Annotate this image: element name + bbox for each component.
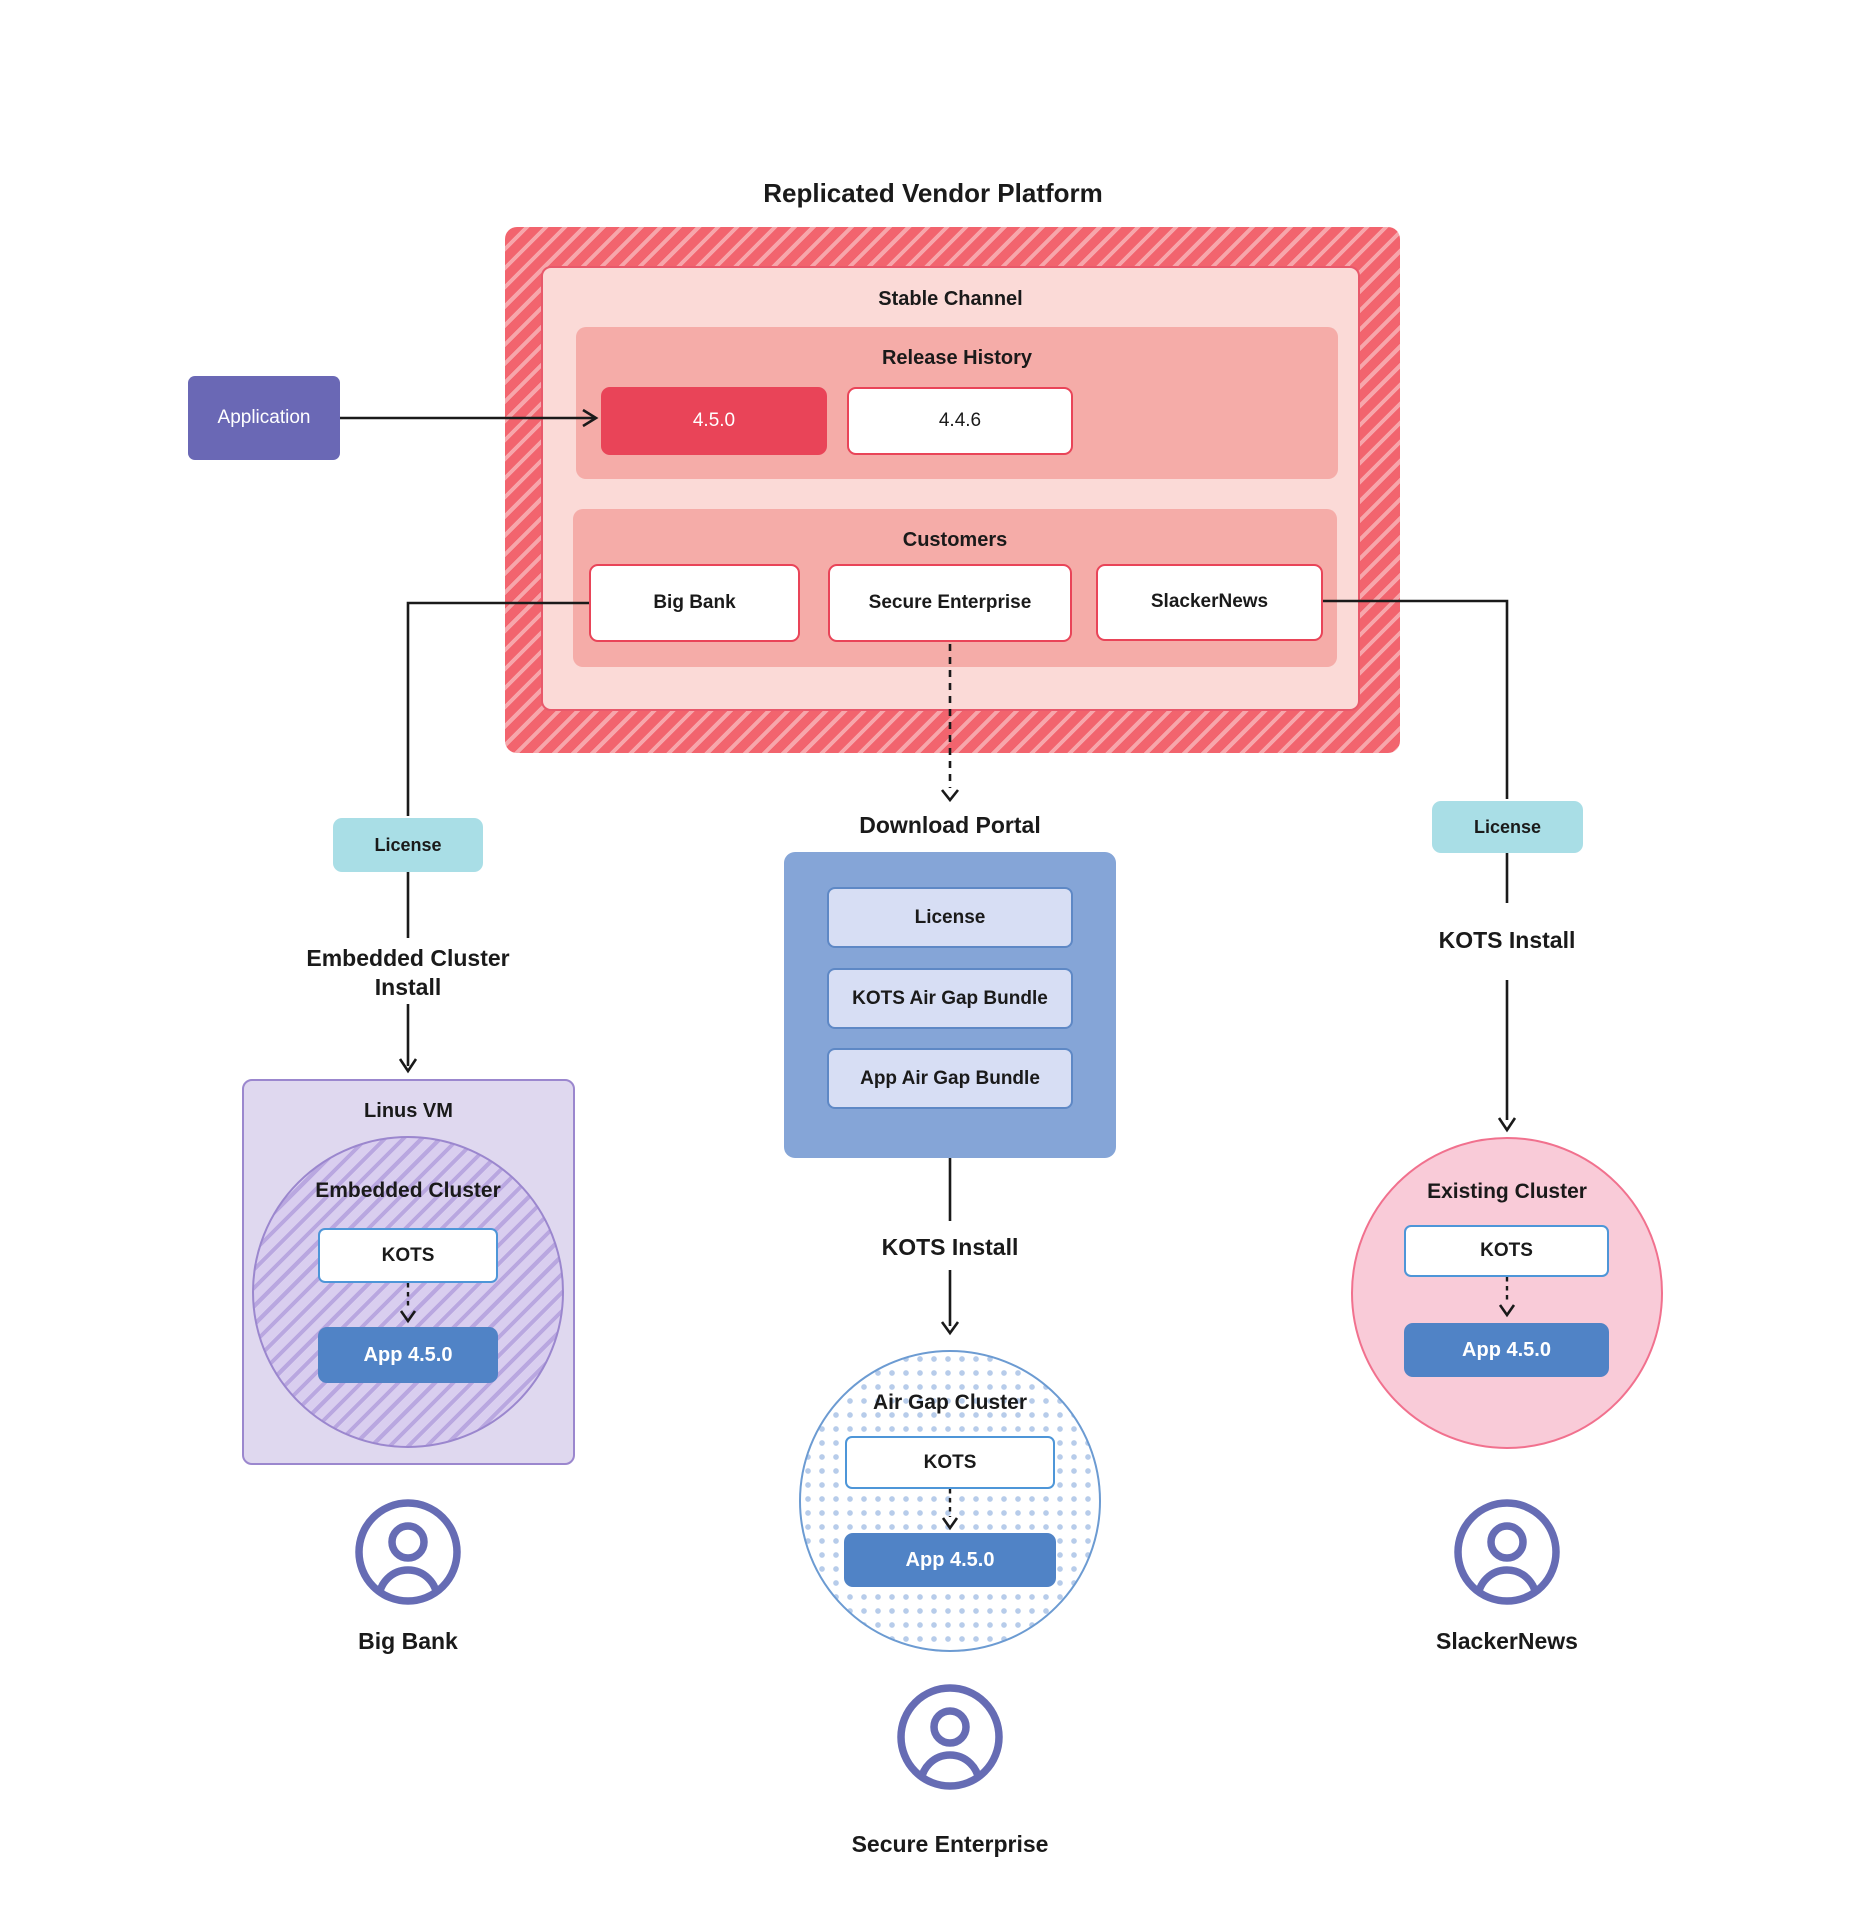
release-history-label: Release History [881, 346, 1033, 369]
customer-big-bank[interactable]: Big Bank [589, 564, 800, 642]
app-node-left: App 4.5.0 [318, 1327, 498, 1383]
release-version-previous[interactable]: 4.4.6 [847, 387, 1073, 455]
kots-install-label-right: KOTS Install [1438, 926, 1576, 953]
license-node-left: License [333, 818, 483, 872]
app-node-center: App 4.5.0 [844, 1533, 1056, 1587]
embedded-cluster-install-label: Embedded Cluster Install [306, 945, 510, 1000]
application-node[interactable]: Application [188, 376, 340, 460]
existing-cluster-title: Existing Cluster [1427, 1180, 1587, 1203]
kots-node-right: KOTS [1404, 1225, 1609, 1277]
portal-item-license[interactable]: License [827, 887, 1073, 948]
persona-label-secure-enterprise: Secure Enterprise [851, 1830, 1049, 1857]
air-gap-cluster-title: Air Gap Cluster [872, 1391, 1028, 1414]
customer-slackernews[interactable]: SlackerNews [1096, 564, 1323, 641]
persona-label-big-bank: Big Bank [358, 1627, 458, 1654]
app-node-right: App 4.5.0 [1404, 1323, 1609, 1377]
embedded-cluster-title: Embedded Cluster [315, 1179, 501, 1202]
customers-label: Customers [902, 528, 1008, 551]
download-portal-label: Download Portal [859, 811, 1041, 838]
page-title: Replicated Vendor Platform [763, 177, 1103, 208]
kots-node-center: KOTS [845, 1436, 1055, 1489]
portal-item-app-bundle[interactable]: App Air Gap Bundle [827, 1048, 1073, 1109]
customer-secure-enterprise[interactable]: Secure Enterprise [828, 564, 1072, 642]
stable-channel-label: Stable Channel [878, 287, 1023, 310]
release-version-current[interactable]: 4.5.0 [601, 387, 827, 455]
persona-label-slackernews: SlackerNews [1436, 1627, 1578, 1654]
kots-node-left: KOTS [318, 1228, 498, 1283]
license-node-right: License [1432, 801, 1583, 853]
person-icon [897, 1684, 1003, 1790]
kots-install-label-center: KOTS Install [881, 1233, 1019, 1260]
person-icon [1454, 1499, 1560, 1605]
person-icon [355, 1499, 461, 1605]
portal-item-kots-bundle[interactable]: KOTS Air Gap Bundle [827, 968, 1073, 1029]
linus-vm-title: Linus VM [364, 1099, 453, 1122]
